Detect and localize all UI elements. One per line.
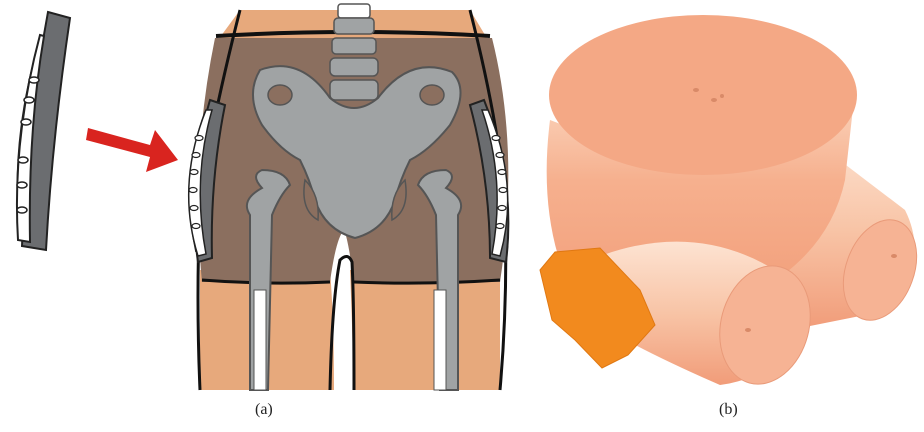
right-thigh [350, 270, 500, 390]
pelvis-hole-right [420, 85, 444, 105]
caption-a: (a) [255, 401, 273, 419]
caption-b: (b) [719, 401, 738, 419]
panel-a [17, 4, 508, 390]
arrow-right-icon [86, 128, 178, 172]
spine [330, 4, 378, 100]
detached-hip-pad [17, 12, 70, 250]
panel-b [540, 15, 924, 394]
pelvis-hole-left [268, 85, 292, 105]
